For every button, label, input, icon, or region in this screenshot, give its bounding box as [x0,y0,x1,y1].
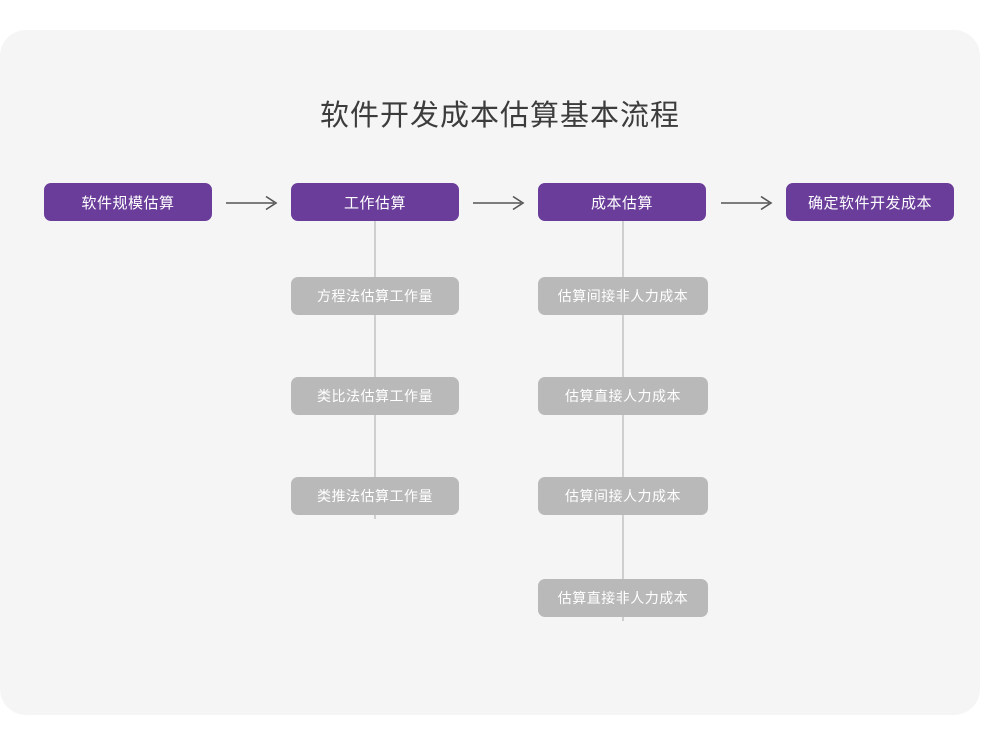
branch-node-indirect-nonlabor-cost[interactable]: 估算间接非人力成本 [538,277,708,315]
diagram-panel [0,30,980,715]
branch-node-analogy-method[interactable]: 类比法估算工作量 [291,377,459,415]
branch-node-direct-labor-cost[interactable]: 估算直接人力成本 [538,377,708,415]
branch-node-equation-method[interactable]: 方程法估算工作量 [291,277,459,315]
page-title: 软件开发成本估算基本流程 [319,100,680,132]
branch-node-indirect-labor-cost[interactable]: 估算间接人力成本 [538,477,708,515]
branch-node-direct-nonlabor-cost[interactable]: 估算直接非人力成本 [538,579,708,617]
arrow-right-icon [473,195,529,211]
flow-node-final-cost-determination[interactable]: 确定软件开发成本 [786,183,954,221]
flow-node-software-scale-estimation[interactable]: 软件规模估算 [44,183,212,221]
connector-line-cost-branch [622,219,624,621]
arrow-right-icon [721,195,777,211]
branch-node-inductive-method[interactable]: 类推法估算工作量 [291,477,459,515]
flow-node-effort-estimation[interactable]: 工作估算 [291,183,459,221]
connector-line-effort-branch [374,219,376,519]
flow-node-cost-estimation[interactable]: 成本估算 [538,183,706,221]
arrow-right-icon [226,195,282,211]
